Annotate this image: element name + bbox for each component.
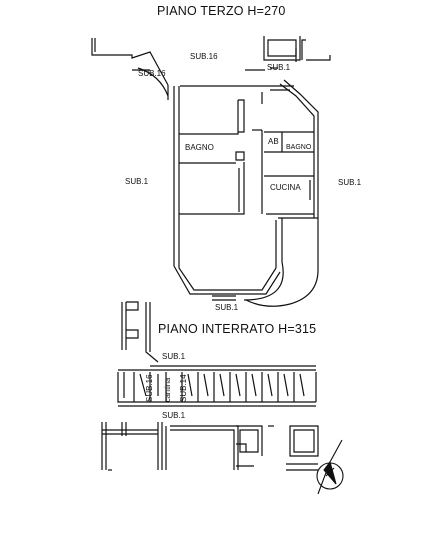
basement-title: PIANO INTERRATO H=315 xyxy=(158,322,317,336)
sub16-left-label: SUB.16 xyxy=(138,69,166,78)
upper-floor-title: PIANO TERZO H=270 xyxy=(157,4,286,18)
upper-floor-plan xyxy=(91,36,331,307)
room-label-cucina: CUCINA xyxy=(270,183,301,192)
north-arrow-icon xyxy=(316,439,344,495)
sub1-basement-corridor-label: SUB.1 xyxy=(162,352,186,361)
cantina-label: cantina xyxy=(163,377,172,402)
sub16-top-label: SUB.16 xyxy=(190,52,218,61)
sub1-bottom-label: SUB.1 xyxy=(215,303,239,312)
room-label-ab: AB xyxy=(268,137,279,146)
sub1-basement-lower-label: SUB.1 xyxy=(162,411,186,420)
sub16-basement-label: SUB.16 xyxy=(145,374,154,402)
basement-plan xyxy=(101,301,319,471)
room-label-bagno-right: BAGNO xyxy=(286,144,312,151)
room-label-bagno-left: BAGNO xyxy=(185,143,214,152)
sub1-right-label: SUB.1 xyxy=(338,178,362,187)
sub1-top-right-label: SUB.1 xyxy=(267,63,291,72)
sub1-left-label: SUB.1 xyxy=(125,177,149,186)
sub14-basement-label: SUB.14 xyxy=(179,374,188,402)
